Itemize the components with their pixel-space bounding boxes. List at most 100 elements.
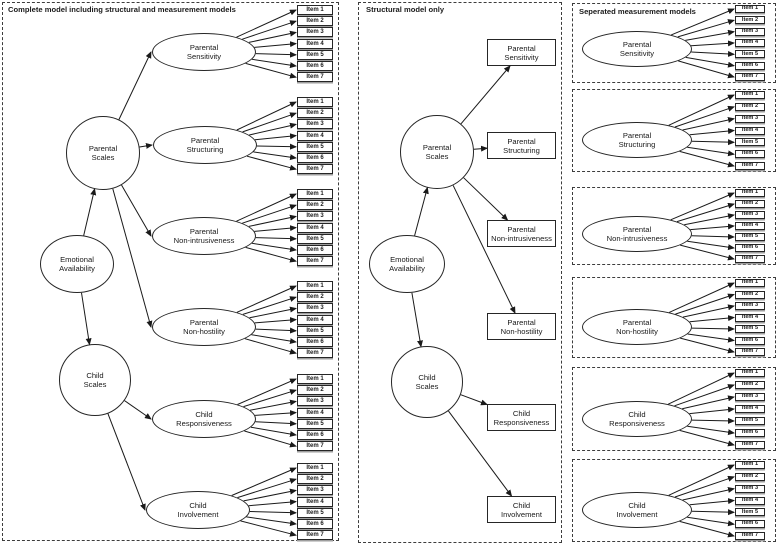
separated-item-child-responsiveness-3-label: Item 3 [741,393,759,400]
complete-item-parental-structuring-2-label: Item 2 [306,110,324,117]
separated-item-parental-sensitivity-5-label: Item 5 [741,50,759,57]
complete-item-parental-non-hostility-3: Item 3 [297,303,333,314]
separated-item-child-involvement-4: Item 4 [735,496,765,505]
separated-subscale-parental-non-intrusiveness-label: Parental [622,225,652,234]
separated-item-child-involvement-2: Item 2 [735,472,765,481]
complete-item-child-involvement-2-label: Item 2 [306,476,324,483]
separated-item-parental-structuring-6: Item 6 [735,150,765,159]
complete-item-parental-non-hostility-2-label: Item 2 [306,294,324,301]
complete-model-title: Complete model including structural and … [8,5,236,14]
separated-item-parental-sensitivity-3: Item 3 [735,27,765,36]
complete-item-parental-sensitivity-3-label: Item 3 [306,29,324,36]
separated-item-parental-non-hostility-6-label: Item 6 [741,336,759,343]
complete-item-parental-sensitivity-3: Item 3 [297,27,333,38]
complete-item-child-involvement-3-label: Item 3 [306,487,324,494]
separated-item-parental-non-intrusiveness-5-label: Item 5 [741,233,759,240]
separated-item-parental-sensitivity-4-label: Item 4 [741,39,759,46]
separated-subscale-parental-sensitivity-label: Sensitivity [619,49,655,58]
complete-subscale-parental-sensitivity-label: Parental [189,43,219,52]
separated-item-child-responsiveness-7-label: Item 7 [741,441,759,448]
separated-item-child-involvement-2-label: Item 2 [741,473,759,480]
separated-item-parental-non-intrusiveness-7: Item 7 [735,255,765,263]
complete-item-child-responsiveness-4-label: Item 4 [306,409,324,416]
complete-item-parental-non-intrusiveness-4: Item 4 [297,222,333,233]
complete-item-child-responsiveness-7-label: Item 7 [306,443,324,450]
complete-item-parental-structuring-3-label: Item 3 [306,121,324,128]
separated-item-child-involvement-5-label: Item 5 [741,508,759,515]
complete-subscale-parental-non-hostility-label: Non-hostility [183,327,225,336]
separated-item-parental-non-hostility-1-label: Item 1 [741,279,759,286]
separated-item-parental-sensitivity-7-label: Item 7 [741,73,759,80]
complete-item-parental-structuring-6: Item 6 [297,153,333,163]
complete-item-parental-non-intrusiveness-5: Item 5 [297,233,333,244]
separated-item-child-responsiveness-5: Item 5 [735,417,765,425]
complete-item-parental-sensitivity-2-label: Item 2 [306,18,324,25]
complete-item-parental-non-hostility-6-label: Item 6 [306,339,324,345]
separated-item-parental-non-hostility-5-label: Item 5 [741,325,759,332]
complete-subscale-parental-non-intrusiveness-label: Non-intrusiveness [173,236,235,245]
complete-item-child-involvement-3: Item 3 [297,485,333,496]
separated-item-parental-sensitivity-6: Item 6 [735,61,765,70]
complete-latent-child-scales-label: Child [86,371,104,380]
complete-latent-child-scales-label: Scales [83,380,107,389]
complete-subscale-parental-non-intrusiveness-label: Parental [189,227,219,236]
structural-subscale-parental-structuring-label: Structuring [503,145,540,155]
complete-item-child-involvement-1: Item 1 [297,463,333,473]
structural-subscale-parental-sensitivity-label: Sensitivity [504,52,539,62]
complete-item-parental-sensitivity-7: Item 7 [297,72,333,83]
complete-item-parental-structuring-2: Item 2 [297,108,333,119]
complete-item-parental-structuring-6-label: Item 6 [306,155,324,161]
separated-item-parental-non-intrusiveness-7-label: Item 7 [741,255,759,262]
complete-item-parental-non-intrusiveness-1: Item 1 [297,189,333,199]
separated-subscale-parental-non-hostility-label: Non-hostility [616,327,658,336]
structural-subscale-parental-non-hostility-label: Non-hostility [500,326,543,336]
structural-subscale-parental-non-intrusiveness-label: Non-intrusiveness [491,233,552,243]
separated-item-parental-non-intrusiveness-1: Item 1 [735,189,765,197]
complete-item-child-responsiveness-6-label: Item 6 [306,432,324,438]
separated-item-child-responsiveness-2: Item 2 [735,381,765,389]
separated-item-parental-non-hostility-7: Item 7 [735,348,765,356]
complete-item-parental-non-hostility-5-label: Item 5 [306,327,324,334]
separated-item-parental-non-hostility-2: Item 2 [735,290,765,299]
separated-item-child-involvement-3-label: Item 3 [741,484,759,491]
complete-item-parental-sensitivity-1-label: Item 1 [306,7,324,13]
separated-item-child-responsiveness-6-label: Item 6 [741,429,759,436]
panel-measurement-parental-non-hostility [572,277,776,358]
complete-item-parental-structuring-7-label: Item 7 [306,166,324,173]
separated-item-parental-non-intrusiveness-5: Item 5 [735,233,765,241]
separated-item-parental-sensitivity-2: Item 2 [735,16,765,25]
complete-subscale-parental-structuring-label: Structuring [186,145,224,154]
structural-subscale-child-involvement-label: Involvement [501,509,542,519]
complete-item-child-involvement-7-label: Item 7 [306,532,324,539]
complete-item-child-involvement-2: Item 2 [297,474,333,485]
separated-item-child-involvement-5: Item 5 [735,508,765,517]
complete-item-child-involvement-1-label: Item 1 [306,465,324,471]
panel-measurement-child-responsiveness [572,367,776,451]
complete-item-child-responsiveness-4: Item 4 [297,407,333,418]
complete-item-child-responsiveness-2-label: Item 2 [306,387,324,394]
separated-item-child-involvement-7-label: Item 7 [741,532,759,539]
structural-latent-emotional-availability-label: Availability [389,264,425,273]
complete-item-parental-non-hostility-2: Item 2 [297,292,333,303]
separated-item-parental-structuring-4: Item 4 [735,126,765,135]
separated-subscale-parental-non-hostility-label: Parental [622,318,652,327]
complete-item-child-responsiveness-6: Item 6 [297,430,333,440]
structural-subscale-child-responsiveness-label: Child [512,408,531,418]
complete-item-parental-non-intrusiveness-1-label: Item 1 [306,191,324,197]
structural-model-title: Structural model only [366,5,445,14]
separated-item-parental-non-hostility-3: Item 3 [735,302,765,310]
separated-item-child-responsiveness-1: Item 1 [735,369,765,377]
separated-item-parental-non-intrusiveness-2: Item 2 [735,200,765,208]
complete-subscale-parental-sensitivity-label: Sensitivity [186,52,222,61]
separated-item-parental-sensitivity-3-label: Item 3 [741,27,759,34]
separated-item-parental-non-hostility-3-label: Item 3 [741,302,759,309]
panel-measurement-child-involvement [572,459,776,542]
complete-item-parental-structuring-5-label: Item 5 [306,143,324,150]
separated-item-parental-structuring-1: Item 1 [735,91,765,99]
separated-item-parental-sensitivity-5: Item 5 [735,50,765,59]
panel-measurement-parental-structuring [572,89,776,172]
complete-item-child-involvement-4: Item 4 [297,496,333,507]
